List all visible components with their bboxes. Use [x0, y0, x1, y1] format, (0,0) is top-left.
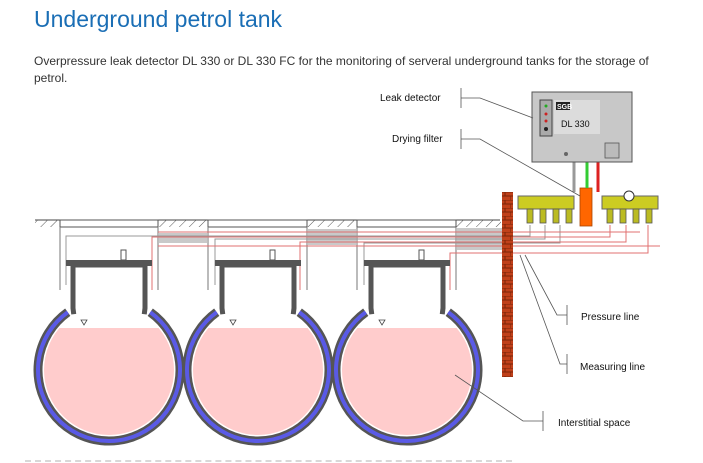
tank-lid: [364, 260, 450, 266]
vent-pipe-icon: [120, 249, 127, 261]
brick-wall: [502, 192, 513, 377]
tank-liquid: [342, 328, 472, 435]
device-connectors: [572, 162, 600, 192]
vent-pipe-icon: [418, 249, 425, 261]
tank-neck: [70, 262, 148, 315]
vent-pipe-icon: [269, 249, 276, 261]
interstitial-space: [185, 310, 331, 443]
pressure-gauge-icon: [623, 190, 635, 202]
tanks-group: [33, 249, 483, 446]
tank-lid: [215, 260, 301, 266]
liquid-level-icon: [80, 319, 88, 326]
tank-neck: [219, 262, 297, 315]
interstitial-space: [334, 310, 480, 443]
section-divider: [25, 460, 512, 462]
tank-liquid: [44, 328, 174, 435]
drying-filter: [579, 187, 593, 227]
leader-lines: [454, 88, 581, 431]
label-leak-detector: Leak detector: [380, 93, 441, 104]
tank: [182, 249, 334, 446]
liquid-level-icon: [229, 319, 237, 326]
tank-liquid: [193, 328, 323, 435]
liquid-level-icon: [378, 319, 386, 326]
manifold-right: [601, 190, 659, 224]
label-drying-filter: Drying filter: [392, 134, 443, 145]
device-model: DL 330: [561, 119, 590, 129]
manifold-left: [517, 195, 575, 224]
tank-lid: [66, 260, 152, 266]
tank: [33, 249, 185, 446]
tank-neck: [368, 262, 446, 315]
page-description: Overpressure leak detector DL 330 or DL …: [34, 54, 649, 85]
label-measuring-line: Measuring line: [580, 362, 645, 373]
leak-detector-device: SGB DL 330: [531, 91, 633, 163]
page-title: Underground petrol tank: [34, 6, 283, 32]
ground-surface: [35, 219, 501, 228]
device-brand: SGB: [557, 104, 572, 111]
label-interstitial-space: Interstitial space: [558, 418, 631, 429]
label-pressure-line: Pressure line: [581, 312, 640, 323]
tank: [331, 249, 483, 446]
interstitial-space: [36, 310, 182, 443]
